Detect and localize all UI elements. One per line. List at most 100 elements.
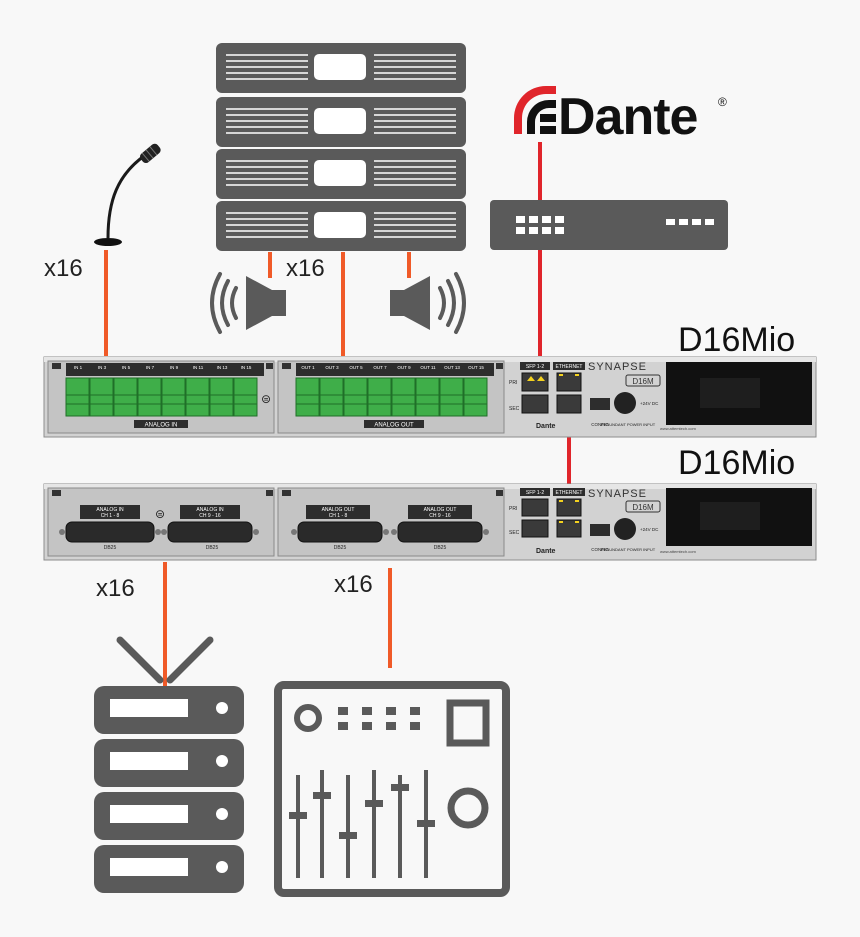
- in-channel-label: IN 9: [170, 365, 179, 370]
- connector-range: CH 1 - 8: [101, 513, 120, 519]
- in-channel-label: IN 11: [193, 365, 204, 370]
- sfp-port: [521, 498, 549, 517]
- dc-label: +24V DC: [640, 527, 659, 532]
- sec-label: SEC: [509, 530, 520, 536]
- out-channel-label: OUT 13: [444, 365, 460, 370]
- dante-small-label: Dante: [536, 548, 556, 555]
- network-switch-icon: [490, 200, 728, 250]
- config-switches: [590, 398, 610, 410]
- out-terminal-blocks: [295, 377, 488, 417]
- config-switches: [590, 524, 610, 536]
- module-a-caption: ANALOG IN: [145, 423, 178, 429]
- amplifier-unit: [216, 149, 466, 199]
- mic-count-label: x16: [44, 255, 83, 282]
- unit-bottom-module-analog-in: ANALOG IN CH 1 - 8 DB25 ANALOG IN CH 9 -…: [47, 487, 275, 557]
- in-ring-icon: ⊜: [155, 507, 165, 521]
- dante-logo-text: Dante: [558, 88, 698, 146]
- power-connector: [614, 392, 636, 414]
- out-channel-label: OUT 7: [373, 365, 387, 370]
- connector-type: DB25: [206, 545, 219, 551]
- unit-top-module-analog-out: OUT 1 OUT 3 OUT 5 OUT 7 OUT 9 OUT 11 OUT…: [277, 360, 505, 434]
- connector-type: DB25: [434, 545, 447, 551]
- out-channel-label: OUT 3: [325, 365, 339, 370]
- ethernet-port: [556, 519, 582, 538]
- out-channel-label: OUT 5: [349, 365, 363, 370]
- in-channel-label: IN 13: [217, 365, 228, 370]
- in-channel-label: IN 15: [241, 365, 252, 370]
- out-channel-label: OUT 15: [468, 365, 484, 370]
- speaker-icon: [210, 272, 286, 334]
- url-label: www.attemtech.com: [660, 549, 696, 554]
- unit-top-module-analog-in: IN 1 IN 3 IN 5 IN 7 IN 9 IN 11 IN 13 IN …: [47, 360, 275, 434]
- unit-bottom-module-analog-out: ANALOG OUT CH 1 - 8 DB25 ANALOG OUT CH 9…: [277, 487, 505, 557]
- dante-small-label: Dante: [536, 423, 556, 430]
- amplifier-unit: [216, 201, 466, 251]
- pri-label: PRI: [509, 506, 517, 512]
- sfp-label: SFP 1-2: [526, 364, 544, 370]
- pri-label: PRI: [509, 380, 517, 386]
- amplifier-unit: [216, 97, 466, 147]
- in-channel-labels: IN 1 IN 3 IN 5 IN 7 IN 9 IN 11 IN 13 IN …: [66, 363, 264, 376]
- unit-bottom-network-section: PRI SEC SFP 1-2 ETHERNET Dante CONFIG +2…: [509, 488, 696, 555]
- ethernet-label: ETHERNET: [556, 364, 583, 370]
- connector-title: ANALOG OUT: [322, 507, 355, 513]
- amplifier-unit: [216, 43, 466, 93]
- sfp-label: SFP 1-2: [526, 490, 544, 496]
- in-channel-label: IN 5: [122, 365, 131, 370]
- ethernet-label: ETHERNET: [556, 490, 583, 496]
- sfp-port: [521, 394, 549, 414]
- module-b-caption: ANALOG OUT: [374, 423, 414, 429]
- unit-top-model-label: D16Mio: [678, 321, 795, 359]
- out-channel-label: OUT 1: [301, 365, 315, 370]
- brand-label: SYNAPSE: [588, 488, 647, 500]
- connector-range: CH 9 - 16: [199, 513, 221, 519]
- out-channel-label: OUT 9: [397, 365, 411, 370]
- config-label: CONFIG: [591, 422, 609, 427]
- dante-logo-mark-icon: [514, 86, 556, 134]
- out-channel-label: OUT 11: [420, 365, 436, 370]
- in-ring-icon: ⊜: [261, 392, 271, 406]
- sfp-port: [521, 372, 549, 392]
- connector-type: DB25: [334, 545, 347, 551]
- config-label: CONFIG: [591, 547, 609, 552]
- url-label: www.attemtech.com: [660, 426, 696, 431]
- unit-bottom-d16mio: ANALOG IN CH 1 - 8 DB25 ANALOG IN CH 9 -…: [43, 483, 817, 561]
- power-label: REDUNDANT POWER INPUT: [601, 422, 656, 427]
- dante-logo: Dante ®: [514, 86, 727, 146]
- model-badge: D16M: [632, 377, 654, 386]
- db25-connector: [167, 521, 253, 543]
- unit-top-d16mio: IN 1 IN 3 IN 5 IN 7 IN 9 IN 11 IN 13 IN …: [43, 356, 817, 438]
- ethernet-port: [556, 394, 582, 414]
- power-connector: [614, 518, 636, 540]
- ethernet-port: [556, 498, 582, 517]
- connector-range: CH 9 - 16: [429, 513, 451, 519]
- connector-type: DB25: [104, 545, 117, 551]
- db25-connector: [65, 521, 155, 543]
- amp-count-label: x16: [286, 255, 325, 282]
- unit-bottom-model-label: D16Mio: [678, 444, 795, 482]
- speaker-icon: [390, 272, 466, 334]
- in-channel-label: IN 1: [74, 365, 83, 370]
- out-channel-labels: OUT 1 OUT 3 OUT 5 OUT 7 OUT 9 OUT 11 OUT…: [296, 363, 494, 376]
- connector-range: CH 1 - 8: [329, 513, 348, 519]
- cables: [104, 142, 571, 686]
- model-badge: D16M: [632, 503, 654, 512]
- connector-title: ANALOG OUT: [424, 507, 457, 513]
- mixing-console-icon: [274, 681, 510, 897]
- recorder-count-label: x16: [96, 575, 135, 602]
- in-channel-label: IN 7: [146, 365, 155, 370]
- sec-label: SEC: [509, 406, 520, 412]
- sfp-port: [521, 519, 549, 538]
- ethernet-port: [556, 372, 582, 392]
- unit-top-network-section: PRI SEC SFP 1-2 ETHERNET Dante CONFIG +2…: [509, 361, 696, 431]
- connector-title: ANALOG IN: [196, 507, 224, 513]
- in-terminal-blocks: [65, 377, 258, 417]
- registered-mark: ®: [718, 95, 727, 109]
- mixer-count-label: x16: [334, 571, 373, 598]
- dc-label: +24V DC: [640, 401, 659, 406]
- microphone-icon: [94, 143, 161, 246]
- db25-connector: [297, 521, 383, 543]
- brand-label: SYNAPSE: [588, 361, 647, 373]
- in-channel-label: IN 3: [98, 365, 107, 370]
